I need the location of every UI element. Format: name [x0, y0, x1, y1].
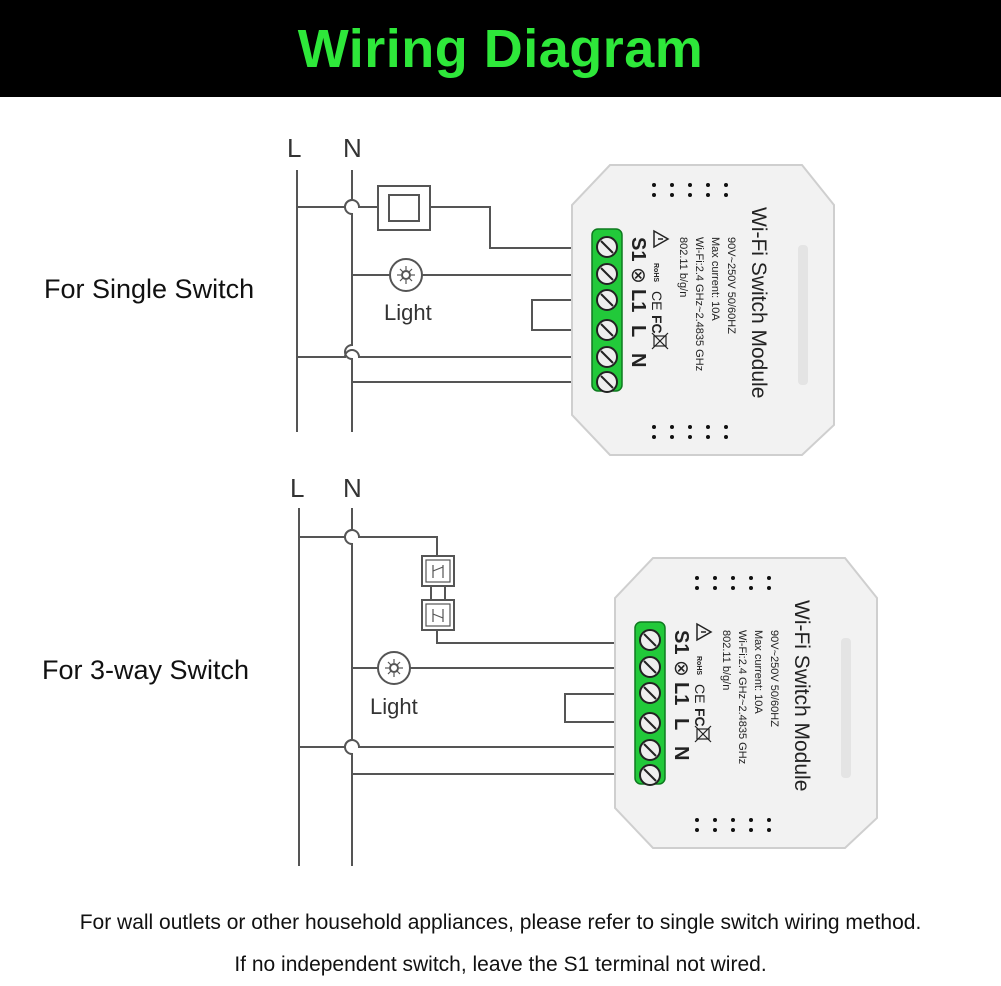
caption-3way-switch: For 3-way Switch [42, 655, 250, 685]
diagram-single-switch: L N Light [287, 133, 595, 432]
terminal-label-l1: L1 [627, 289, 649, 312]
module-vent-dots-top [695, 576, 771, 590]
module-vent-dots-bottom [695, 818, 771, 832]
terminal-label-n: N [670, 746, 692, 760]
light-label: Light [370, 694, 418, 719]
fcc-icon: FC [649, 315, 665, 334]
rohs-icon: RoHS [695, 656, 702, 675]
fcc-icon: FC [692, 708, 708, 727]
wall-switch-rocker [388, 194, 420, 222]
footer-note-1: For wall outlets or other household appl… [79, 911, 922, 934]
wire-line-to-module-l [297, 349, 595, 358]
light-bulb-core [389, 663, 399, 673]
three-way-switch-2-inner [425, 603, 451, 627]
terminal-screws [639, 629, 661, 786]
module-spec-standard: 802.11 b/g/n [677, 237, 689, 297]
module-side-slot [798, 245, 808, 385]
line-label: L [290, 473, 304, 503]
module-vent-dots-bottom [652, 425, 728, 439]
light-label: Light [384, 300, 432, 325]
wire-line-to-3way-switch [299, 529, 438, 556]
wifi-switch-module-2: S1 ⊗ L1 L N RoHS CE FC 802.11 b/g/n Wi-F… [614, 557, 878, 849]
terminal-label-l1: L1 [670, 682, 692, 705]
terminal-label-s1: S1 [670, 630, 692, 654]
weee-bin-icon [651, 332, 669, 350]
light-bulb [377, 651, 411, 685]
module-spec-standard: 802.11 b/g/n [720, 630, 732, 690]
warning-icon [696, 622, 713, 642]
light-bulb [389, 258, 423, 292]
module-spec-wifi: Wi-Fi:2.4 GHz~2.4835 GHz [693, 237, 705, 371]
module-vent-dots-top [652, 183, 728, 197]
neutral-label: N [343, 473, 362, 503]
ce-icon: CE [649, 291, 665, 310]
footer-note-2: If no independent switch, leave the S1 t… [234, 953, 767, 976]
module-housing [614, 557, 878, 849]
module-spec-current: Max current: 10A [752, 630, 764, 714]
traveler-wires [430, 586, 446, 600]
terminal-screws [596, 236, 618, 393]
wire-switch-to-s1 [430, 206, 595, 249]
module-spec-wifi: Wi-Fi:2.4 GHz~2.4835 GHz [736, 630, 748, 764]
terminal-label-lamp: ⊗ [627, 267, 649, 284]
wire-line-to-module-l [299, 739, 640, 748]
terminal-label-l: L [670, 718, 692, 730]
terminal-label-s1: S1 [627, 237, 649, 261]
neutral-bus [344, 508, 353, 866]
wire-jumper [531, 299, 595, 331]
wire-switch-to-s1 [436, 630, 640, 644]
weee-bin-icon [694, 725, 712, 743]
caption-single-switch: For Single Switch [44, 274, 255, 304]
neutral-label: N [343, 133, 362, 163]
module-spec-voltage: 90V~250V 50/60HZ [768, 630, 780, 727]
three-way-switch-2-contacts [432, 609, 444, 622]
rohs-icon: RoHS [652, 263, 659, 282]
terminal-label-n: N [627, 353, 649, 367]
header-banner: Wiring Diagram [0, 0, 1001, 97]
page-title: Wiring Diagram [297, 18, 704, 79]
three-way-switch-1-contacts [432, 565, 444, 578]
wifi-switch-module-1: S1 ⊗ L1 L N RoHS CE FC 802.11 b/g/n Wi-F… [571, 164, 835, 456]
three-way-switch-1-inner [425, 559, 451, 583]
module-spec-voltage: 90V~250V 50/60HZ [725, 237, 737, 334]
neutral-bus [344, 170, 353, 432]
diagram-3way-switch: L N Light [290, 473, 640, 866]
module-title: Wi-Fi Switch Module [747, 207, 770, 398]
terminal-label-l: L [627, 325, 649, 337]
wire-line-to-switch [297, 199, 378, 208]
ce-icon: CE [692, 684, 708, 703]
terminal-label-lamp: ⊗ [670, 660, 692, 677]
module-title: Wi-Fi Switch Module [790, 600, 813, 791]
light-bulb-core [401, 270, 411, 280]
module-housing [571, 164, 835, 456]
module-spec-current: Max current: 10A [709, 237, 721, 321]
line-label: L [287, 133, 301, 163]
wire-jumper [564, 693, 640, 723]
warning-icon [653, 229, 670, 249]
module-side-slot [841, 638, 851, 778]
